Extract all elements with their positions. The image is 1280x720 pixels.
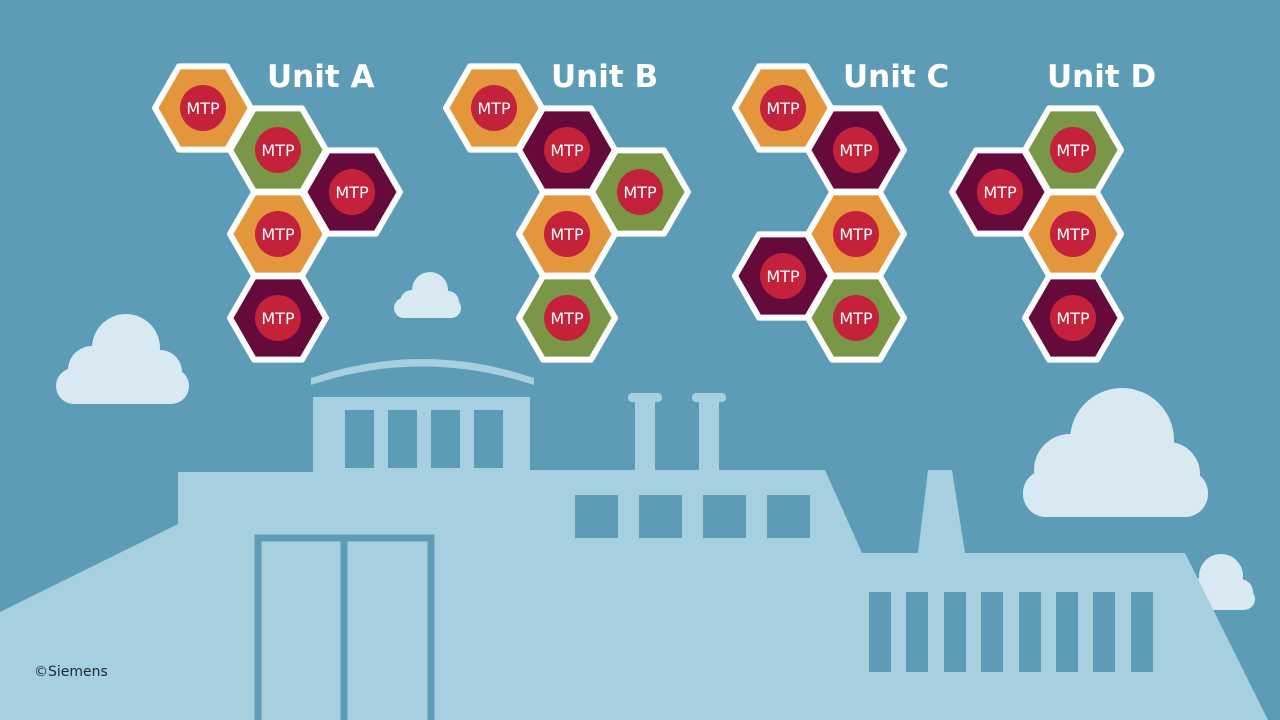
mtp-badge: [1050, 211, 1096, 257]
mtp-module: MTP: [805, 189, 907, 279]
mtp-badge: [760, 85, 806, 131]
unit-b-modules: MTP MTP MTP MTP MTP: [443, 63, 691, 363]
mtp-label: MTP: [261, 309, 295, 328]
chimney-right: [699, 399, 719, 471]
mtp-badge: [329, 169, 375, 215]
chimney-cap-right: [692, 393, 726, 402]
mtp-module: MTP: [949, 147, 1051, 237]
unit-c-modules: MTP MTP MTP MTP MTP: [732, 63, 907, 363]
mtp-label: MTP: [550, 141, 584, 160]
unit-d-modules: MTP MTP MTP MTP: [949, 105, 1124, 363]
mtp-module: MTP: [152, 63, 254, 153]
cloud-small-center: [394, 272, 461, 318]
mtp-badge: [544, 295, 590, 341]
unit-a-modules: MTP MTP MTP MTP MTP: [152, 63, 403, 363]
mtp-label: MTP: [335, 183, 369, 202]
mtp-badge: [617, 169, 663, 215]
mtp-label: MTP: [1056, 141, 1090, 160]
chimney-left: [635, 399, 655, 471]
mtp-badge: [833, 295, 879, 341]
copyright-notice: ©Siemens: [34, 664, 108, 680]
mtp-label: MTP: [477, 99, 511, 118]
mtp-label: MTP: [983, 183, 1017, 202]
mtp-label: MTP: [839, 309, 873, 328]
mtp-module: MTP: [1022, 189, 1124, 279]
mtp-label: MTP: [1056, 225, 1090, 244]
cloud-left: [56, 314, 189, 404]
mtp-label: MTP: [1056, 309, 1090, 328]
mtp-label: MTP: [839, 225, 873, 244]
unit-c-label: Unit C: [843, 59, 950, 95]
mtp-module: MTP: [516, 273, 618, 363]
mtp-label: MTP: [839, 141, 873, 160]
factory-windows: [345, 410, 1153, 672]
unit-b-label: Unit B: [551, 59, 659, 95]
mtp-label: MTP: [261, 225, 295, 244]
mtp-label: MTP: [261, 141, 295, 160]
mtp-badge: [1050, 127, 1096, 173]
mtp-badge: [760, 253, 806, 299]
mtp-module: MTP: [732, 63, 834, 153]
mtp-badge: [255, 211, 301, 257]
mtp-label: MTP: [766, 267, 800, 286]
unit-a-label: Unit A: [267, 59, 375, 95]
mtp-module: MTP: [227, 189, 329, 279]
chimney-cap-left: [628, 393, 662, 402]
cloud-right: [1023, 388, 1208, 517]
mtp-badge: [544, 127, 590, 173]
mtp-module: MTP: [227, 105, 329, 195]
mtp-module: MTP: [732, 231, 834, 321]
factory-door: [254, 534, 435, 720]
mtp-label: MTP: [623, 183, 657, 202]
mtp-module: MTP: [227, 273, 329, 363]
mtp-module: MTP: [1022, 273, 1124, 363]
mtp-label: MTP: [766, 99, 800, 118]
unit-d-label: Unit D: [1047, 59, 1157, 95]
mtp-modules: MTPMTPMTPMTPMTPMTPMTPMTPMTPMTPMTPMTPMTPM…: [152, 63, 1124, 363]
mtp-badge: [1050, 295, 1096, 341]
mtp-badge: [544, 211, 590, 257]
clouds: [56, 272, 1255, 610]
factory-roof-arch: [311, 359, 534, 385]
mtp-label: MTP: [186, 99, 220, 118]
mtp-module: MTP: [589, 147, 691, 237]
mtp-badge: [180, 85, 226, 131]
mtp-badge: [255, 295, 301, 341]
mtp-module: MTP: [805, 273, 907, 363]
mtp-module: MTP: [805, 105, 907, 195]
mtp-badge: [977, 169, 1023, 215]
mtp-badge: [833, 127, 879, 173]
mtp-label: MTP: [550, 309, 584, 328]
mtp-module: MTP: [443, 63, 545, 153]
mtp-module: MTP: [516, 189, 618, 279]
mtp-badge: [255, 127, 301, 173]
mtp-label: MTP: [550, 225, 584, 244]
mtp-badge: [471, 85, 517, 131]
mtp-badge: [833, 211, 879, 257]
